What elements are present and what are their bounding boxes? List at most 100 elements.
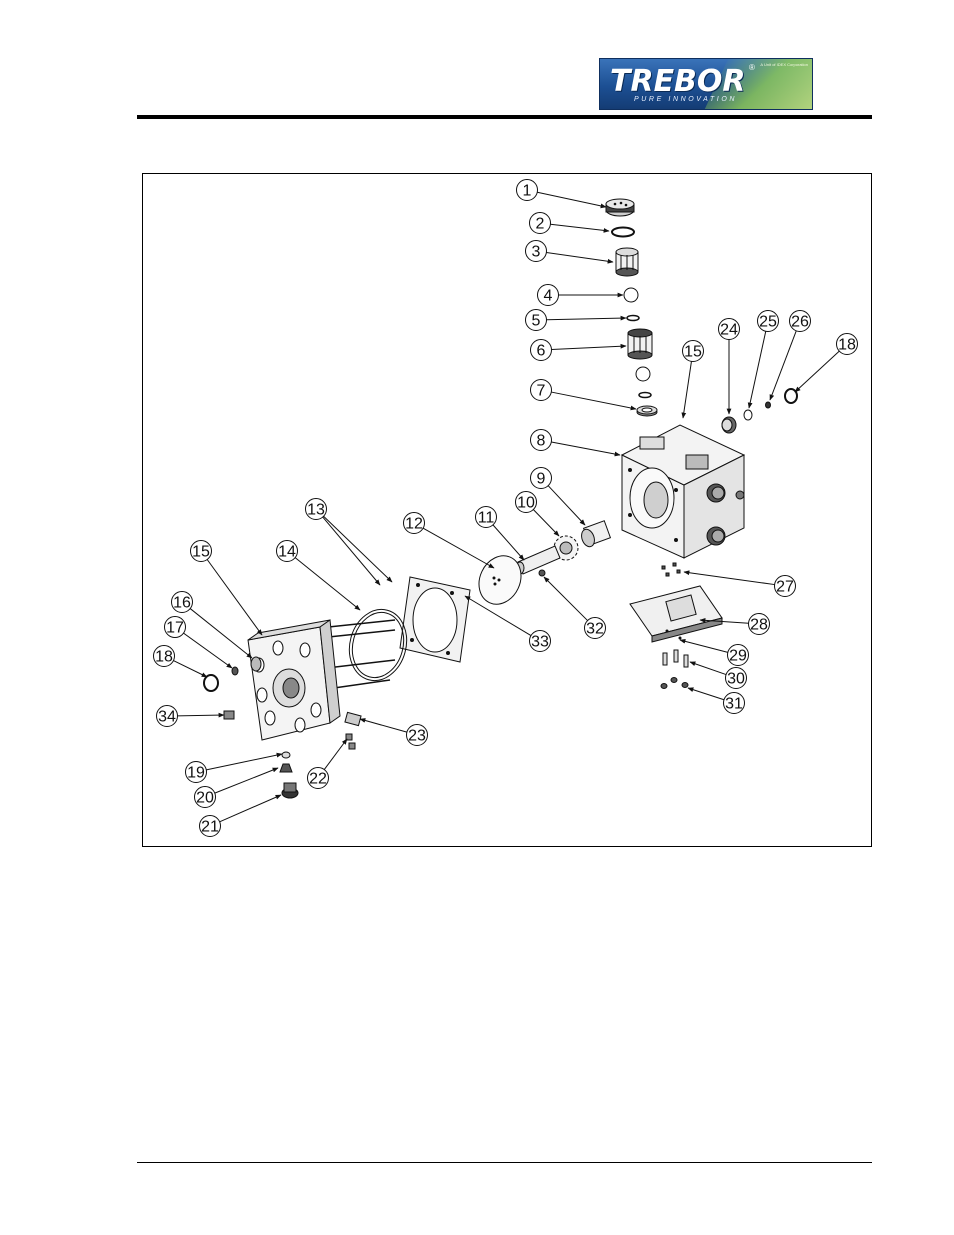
callout-circle xyxy=(723,692,745,714)
callout-number: 19 xyxy=(187,765,205,782)
callout-circle xyxy=(530,467,552,489)
callout-number: 24 xyxy=(720,322,738,339)
callout-34: 34 xyxy=(156,705,178,727)
callout-number: 10 xyxy=(517,495,535,512)
callout-number: 33 xyxy=(531,634,549,651)
nut-26 xyxy=(765,401,771,409)
callout-3: 3 xyxy=(525,240,547,262)
callout-number: 11 xyxy=(478,510,495,527)
callout-circle xyxy=(516,179,538,201)
o-ring-18-right xyxy=(784,388,798,404)
leader-line-19 xyxy=(206,752,283,771)
callout-circle xyxy=(529,630,551,652)
callout-circle xyxy=(276,540,298,562)
fitting-16 xyxy=(250,656,262,672)
pump-housing-8 xyxy=(620,424,746,559)
leader-line-21 xyxy=(219,794,282,823)
pins-29 xyxy=(665,629,682,640)
callout-15: 15 xyxy=(682,340,704,362)
callout-number: 25 xyxy=(759,314,777,331)
fitting-24 xyxy=(721,416,737,434)
gasket-plate-13 xyxy=(399,576,471,663)
leader-line-32 xyxy=(543,576,588,621)
callout-circle xyxy=(171,591,193,613)
footer-rule xyxy=(137,1162,872,1163)
callout-15: 15 xyxy=(190,540,212,562)
ball-cage-3 xyxy=(615,247,639,277)
logo-wordmark: TREBOR xyxy=(610,64,746,99)
bolts-30 xyxy=(662,649,689,668)
leader-line-8 xyxy=(551,441,621,457)
callout-number: 6 xyxy=(537,343,546,360)
callout-circle xyxy=(530,379,552,401)
leader-line-16 xyxy=(189,608,253,659)
gear-10 xyxy=(553,535,579,561)
callout-20: 20 xyxy=(194,786,216,808)
callout-33: 33 xyxy=(529,630,551,652)
callout-19: 19 xyxy=(185,761,207,783)
callout-circle xyxy=(836,333,858,355)
callout-number: 1 xyxy=(523,183,532,200)
callout-11: 11 xyxy=(475,506,497,528)
callout-circle xyxy=(164,616,186,638)
callout-circle xyxy=(530,339,552,361)
diagram-frame xyxy=(142,173,872,847)
leader-line-3 xyxy=(546,251,614,264)
seat-ring-lower xyxy=(638,391,652,399)
callout-circle xyxy=(748,613,770,635)
diaphragm-12 xyxy=(478,555,522,605)
bushing-9 xyxy=(581,520,612,548)
callout-21: 21 xyxy=(199,815,221,837)
leader-line-7 xyxy=(551,391,637,411)
callout-number: 7 xyxy=(537,383,546,400)
callout-number: 18 xyxy=(155,649,173,666)
callout-number: 20 xyxy=(196,790,214,807)
callout-circle xyxy=(307,767,329,789)
callout-26: 26 xyxy=(789,310,811,332)
logo-corp-text: A Unit of IDEX Corporation xyxy=(760,62,808,67)
callout-number: 27 xyxy=(776,579,794,596)
callout-circle xyxy=(529,212,551,234)
callout-circle xyxy=(185,761,207,783)
callout-16: 16 xyxy=(171,591,193,613)
callout-number: 22 xyxy=(309,771,327,788)
knob-21 xyxy=(281,782,299,799)
callout-number: 26 xyxy=(791,314,809,331)
callout-circle xyxy=(530,429,552,451)
leader-line-17 xyxy=(183,632,233,669)
callout-2: 2 xyxy=(529,212,551,234)
callout-number: 2 xyxy=(536,216,545,233)
callout-32: 32 xyxy=(584,617,606,639)
callout-22: 22 xyxy=(307,767,329,789)
o-ring-2 xyxy=(611,226,635,238)
callout-circle xyxy=(199,815,221,837)
ball-cage-6 xyxy=(627,328,653,360)
callout-18: 18 xyxy=(153,645,175,667)
front-cover-15 xyxy=(247,619,341,741)
callout-number: 30 xyxy=(727,671,745,688)
callout-5: 5 xyxy=(525,309,547,331)
leader-line-2 xyxy=(550,223,610,233)
bolts-22 xyxy=(345,733,356,750)
callout-circle xyxy=(757,310,779,332)
leader-line-26 xyxy=(769,330,797,401)
callout-number: 17 xyxy=(166,620,184,637)
callout-circle xyxy=(406,724,428,746)
callout-circle xyxy=(584,617,606,639)
callout-circle xyxy=(682,340,704,362)
callout-18: 18 xyxy=(836,333,858,355)
leader-line-30 xyxy=(689,661,727,676)
callout-number: 31 xyxy=(725,696,743,713)
callout-circle xyxy=(537,284,559,306)
callout-23: 23 xyxy=(406,724,428,746)
callout-12: 12 xyxy=(403,512,425,534)
base-plate-28 xyxy=(629,585,723,643)
o-ring-5 xyxy=(626,314,640,322)
leader-line-10 xyxy=(532,509,560,537)
leader-line-14 xyxy=(294,557,361,611)
callout-circle xyxy=(515,491,537,513)
screws-27 xyxy=(661,562,681,577)
leader-line-27 xyxy=(683,570,775,586)
callout-number: 29 xyxy=(729,648,747,665)
